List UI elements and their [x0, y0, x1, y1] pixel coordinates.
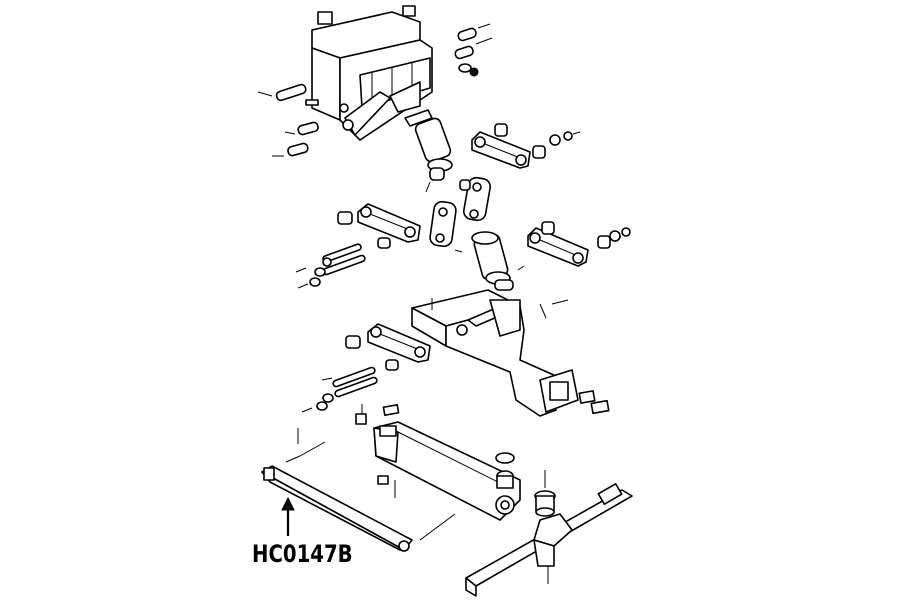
- top-right-pins: [454, 23, 493, 77]
- upper-cylinder: [404, 109, 453, 193]
- middle-left-pins: [295, 243, 366, 289]
- top-left-pins: [257, 76, 319, 157]
- middle-left-link: [337, 203, 421, 249]
- part-number-callout: HC0147B: [252, 540, 353, 568]
- callout-arrow: [281, 496, 295, 536]
- lower-arm-beam: [355, 404, 521, 521]
- lower-cylinder: [471, 231, 525, 291]
- center-plate-pair: [429, 176, 492, 253]
- top-mount-bracket: [311, 5, 433, 141]
- main-arm-frame: [411, 289, 610, 417]
- bushings: [495, 452, 556, 517]
- upper-right-link: [471, 123, 581, 169]
- crossbar-tube: [261, 428, 456, 552]
- t-bar-receiver: [465, 483, 633, 597]
- lower-left-pins: [301, 366, 378, 413]
- lower-left-link: [345, 323, 431, 371]
- middle-right-link: [527, 221, 631, 267]
